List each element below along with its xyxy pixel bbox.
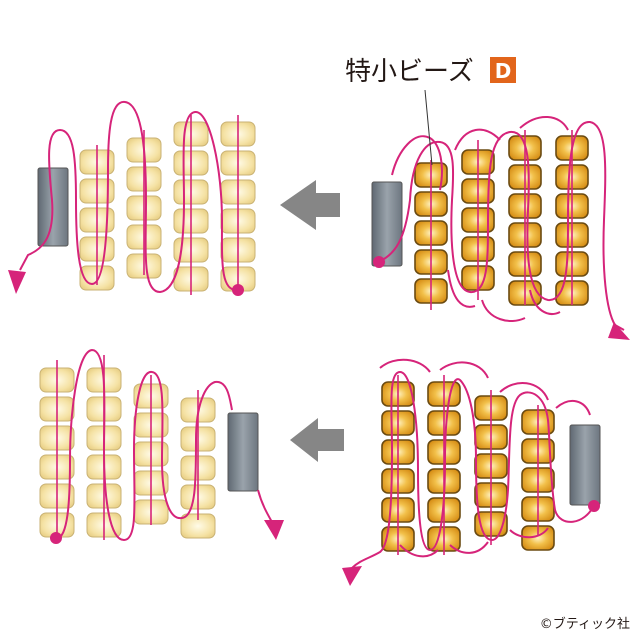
thread-start-dot	[232, 284, 244, 296]
bead-grid	[79, 115, 256, 295]
callout-label: 特小ビーズ	[345, 57, 474, 87]
thread-path	[351, 370, 595, 569]
step-4-panel	[39, 348, 284, 544]
thread-end-arrow-icon	[342, 566, 362, 586]
copyright-text: ©ブティック社	[540, 616, 630, 632]
thread-path	[377, 120, 625, 331]
step-1-panel	[371, 89, 630, 340]
thread-end-arrow-icon	[264, 520, 284, 540]
thread-path	[379, 358, 591, 558]
core-bar	[569, 424, 601, 506]
thread-start-dot	[373, 256, 385, 268]
bead-grid	[39, 355, 216, 540]
callout-leader-line	[424, 89, 433, 166]
thread-start-dot	[50, 532, 62, 544]
core-bar	[227, 412, 259, 492]
step-2-panel	[8, 101, 256, 296]
left-arrow-icon	[280, 180, 340, 230]
left-arrow-icon	[290, 418, 344, 462]
thread-start-dot	[588, 500, 600, 512]
core-bar	[371, 181, 403, 267]
bead-grid	[381, 375, 555, 555]
bead-grid	[414, 130, 589, 310]
thread-end-arrow-icon	[608, 322, 630, 340]
thread-end-arrow-icon	[8, 270, 26, 294]
callout-badge-letter: D	[495, 59, 512, 83]
callout-badge	[490, 57, 516, 83]
step-3-panel	[342, 358, 601, 586]
thread-path	[19, 101, 239, 294]
